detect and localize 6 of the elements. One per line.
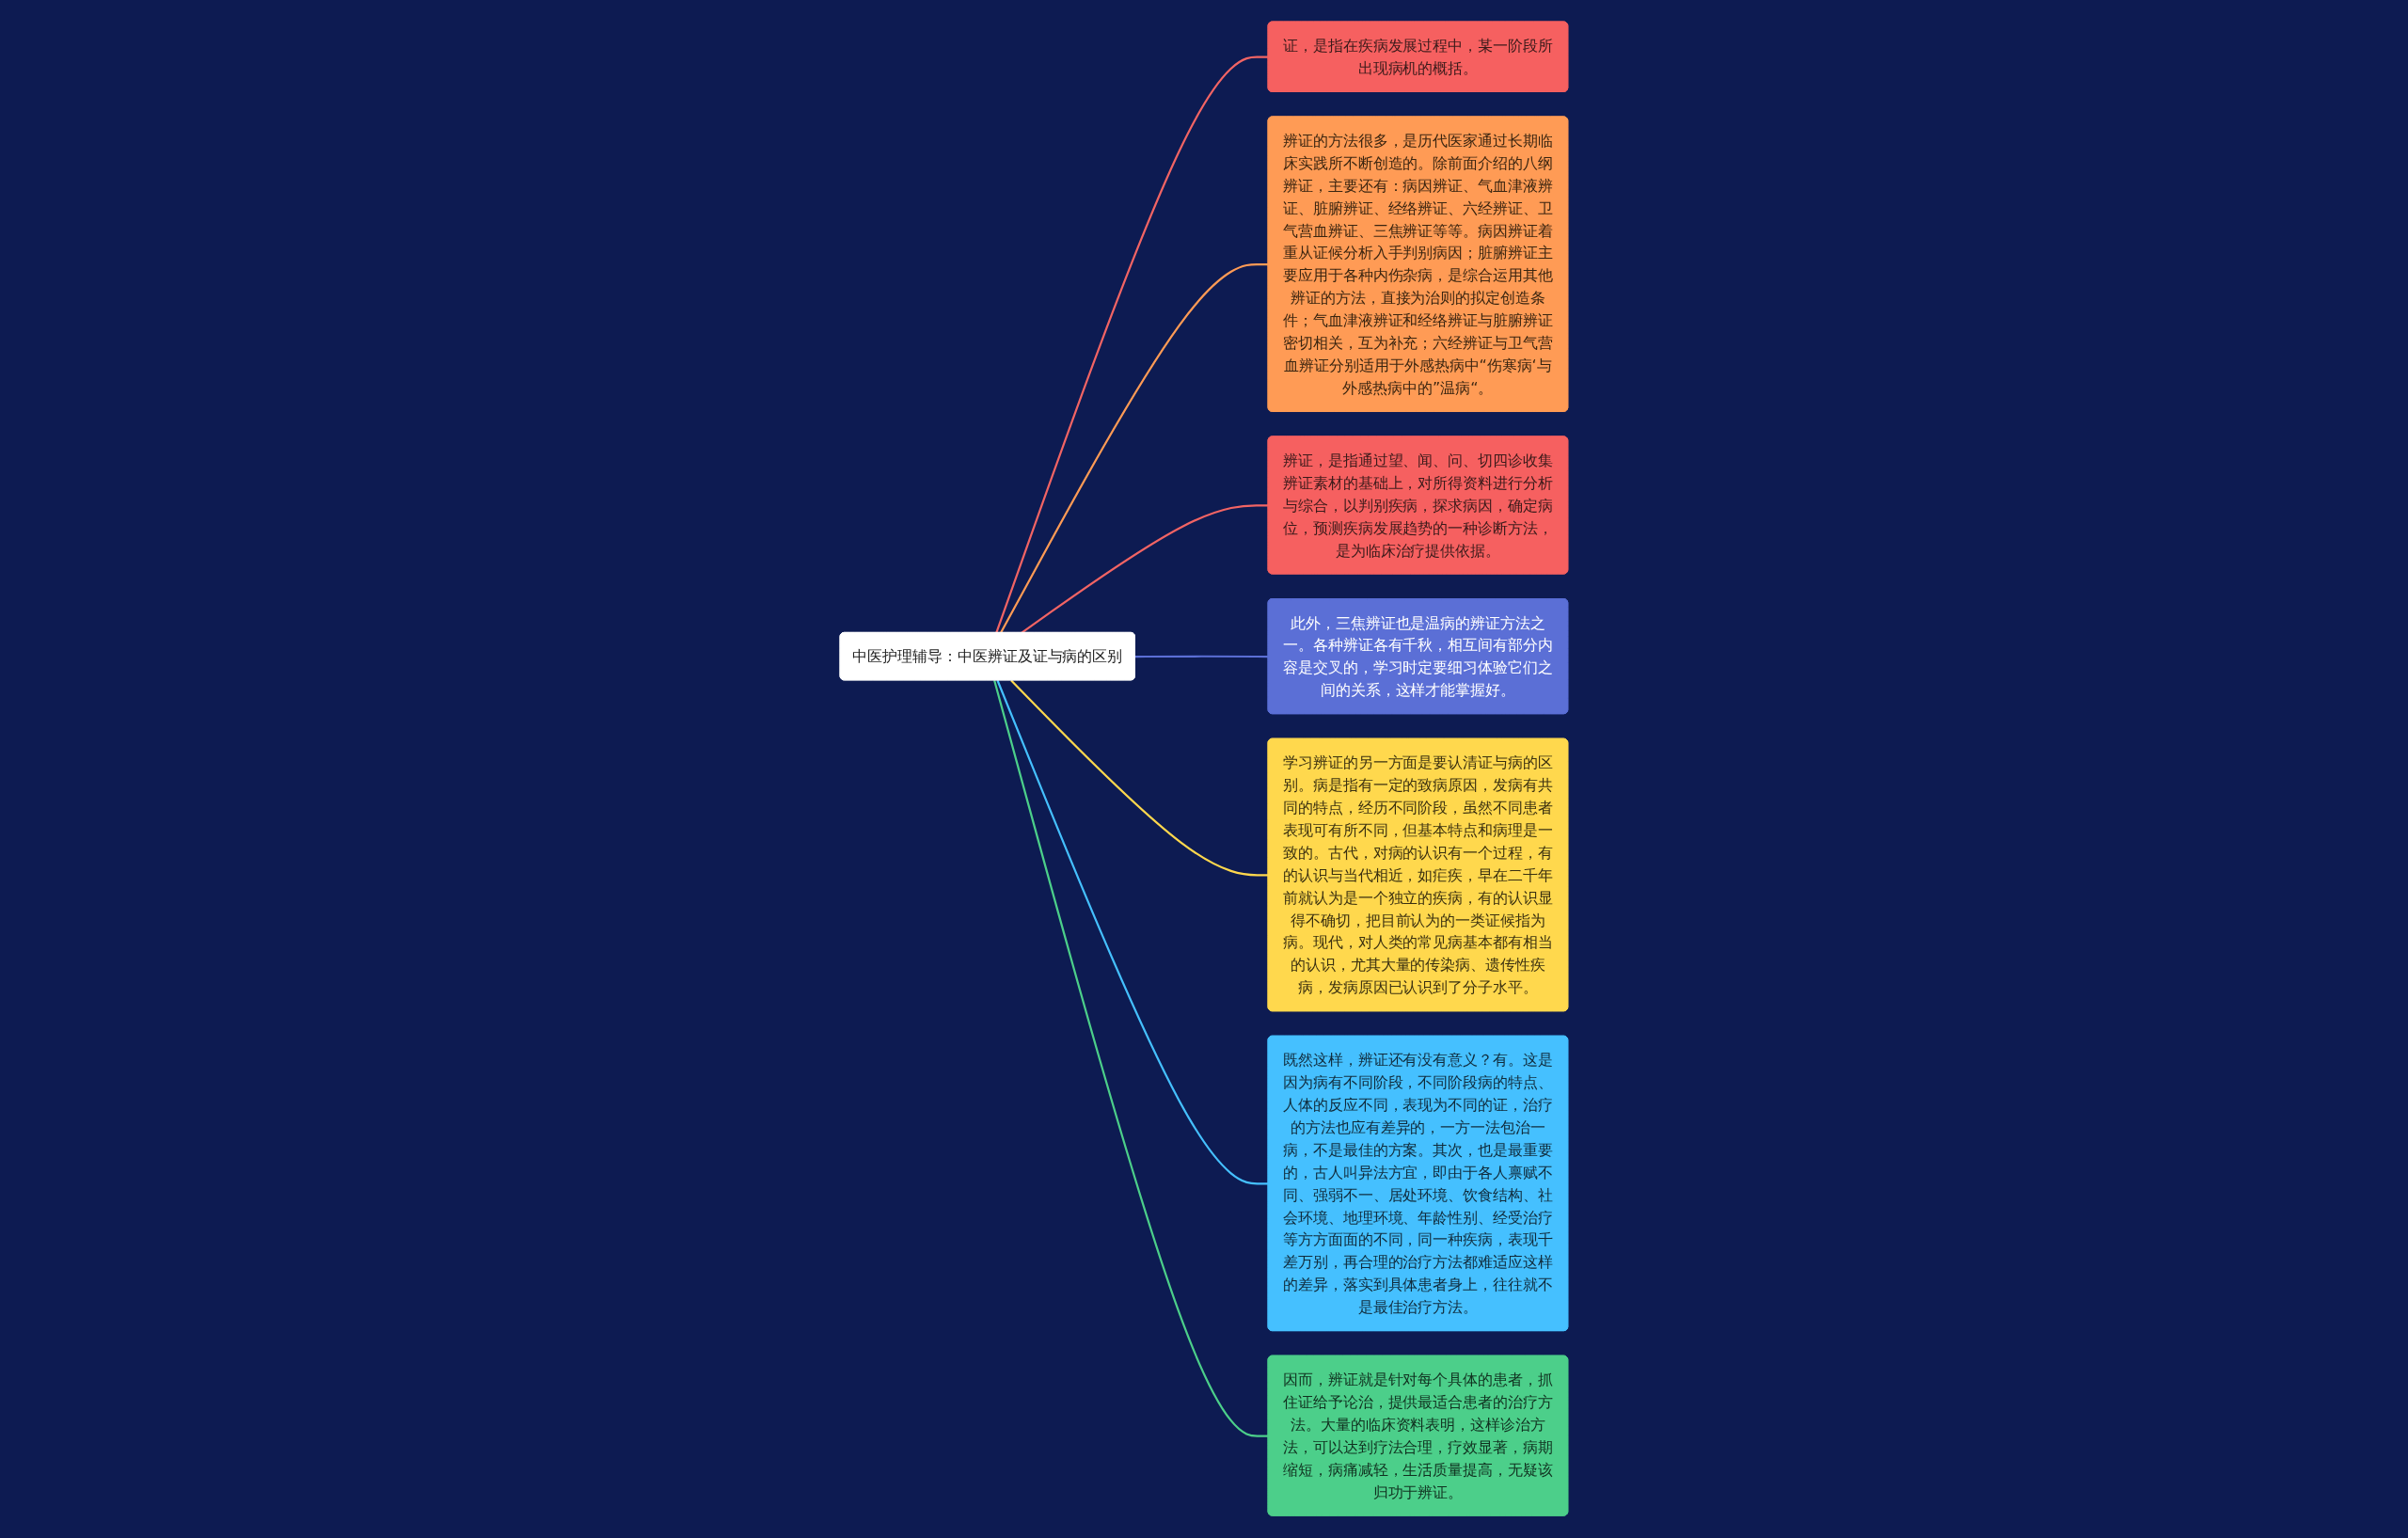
connector	[1010, 679, 1269, 877]
connector	[993, 680, 1269, 1438]
connector	[1000, 263, 1269, 634]
connector	[996, 680, 1269, 1185]
connector	[1134, 656, 1269, 658]
connector	[995, 55, 1269, 634]
